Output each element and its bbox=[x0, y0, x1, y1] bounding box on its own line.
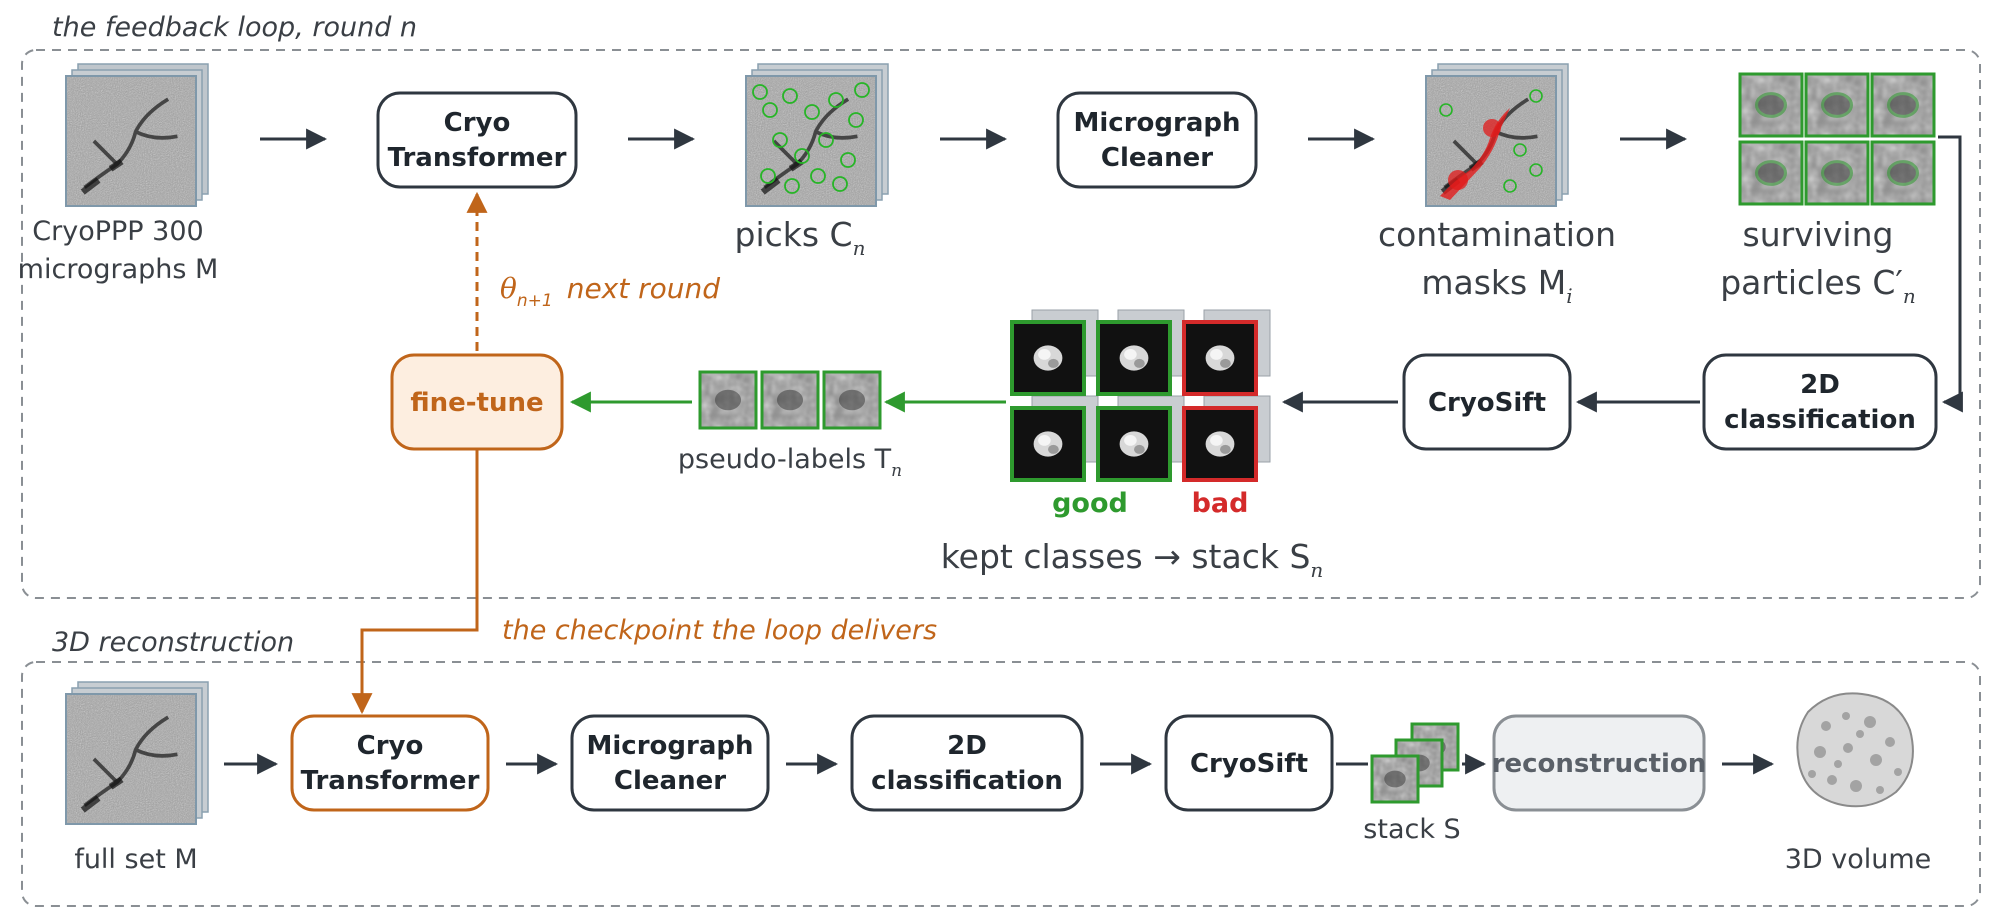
recon-input-micrographs bbox=[65, 681, 209, 825]
bad-label: bad bbox=[1192, 488, 1249, 519]
arrow-particles-to-classification bbox=[1938, 135, 1963, 413]
recon-classification-box[interactable]: 2D classification bbox=[850, 714, 1084, 812]
recon-cleaner-line2: Cleaner bbox=[614, 766, 726, 796]
loop-picker-line2: Transformer bbox=[388, 143, 567, 173]
volume-render bbox=[1796, 692, 1914, 808]
recon-picker-line1: Cryo bbox=[357, 731, 424, 761]
pseudo-labels-tiles bbox=[698, 370, 882, 430]
checkpoint-note: the checkpoint the loop delivers bbox=[502, 615, 937, 646]
surviving-particles-grid bbox=[1738, 72, 1936, 206]
class-averages-grid bbox=[1010, 309, 1271, 482]
picks-label: picks Cn bbox=[735, 215, 866, 260]
feedback-loop-panel: the feedback loop, round n bbox=[21, 12, 1981, 599]
recon-classification-line1: 2D bbox=[947, 731, 987, 761]
kept-classes-label: kept classes → stack Sn bbox=[941, 537, 1324, 582]
loop-cleaner-line2: Cleaner bbox=[1101, 143, 1213, 173]
recon-picker-box[interactable]: Cryo Transformer bbox=[290, 714, 490, 812]
recon-classification-line2: classification bbox=[871, 766, 1063, 796]
loop-cryosift-box[interactable]: CryoSift bbox=[1402, 353, 1572, 451]
recon-stack-tiles bbox=[1370, 722, 1460, 804]
loop-classification-box[interactable]: 2D classification bbox=[1702, 353, 1938, 451]
loop-input-label-2: micrographs M bbox=[18, 254, 219, 285]
reconstruction-box[interactable]: reconstruction bbox=[1492, 714, 1707, 812]
finetune-label: fine-tune bbox=[410, 388, 543, 418]
recon-cleaner-line1: Micrograph bbox=[587, 731, 754, 761]
finetune-box[interactable]: fine-tune bbox=[390, 353, 564, 451]
masks-label-1: contamination bbox=[1378, 215, 1616, 254]
loop-input-micrographs bbox=[65, 63, 209, 207]
loop-cleaner-line1: Micrograph bbox=[1074, 108, 1241, 138]
recon-stack-label: stack S bbox=[1363, 814, 1460, 845]
recon-picker-line2: Transformer bbox=[301, 766, 480, 796]
good-label: good bbox=[1052, 488, 1128, 519]
volume-label: 3D volume bbox=[1785, 844, 1932, 875]
recon-input-label: full set M bbox=[74, 844, 197, 875]
loop-cryosift-label: CryoSift bbox=[1428, 388, 1546, 418]
loop-picker-box[interactable]: Cryo Transformer bbox=[376, 91, 578, 189]
contamination-masks bbox=[1425, 63, 1569, 207]
recon-cryosift-label: CryoSift bbox=[1190, 749, 1308, 779]
recon-cleaner-box[interactable]: Micrograph Cleaner bbox=[570, 714, 770, 812]
reconstruction-panel: 3D reconstruction bbox=[21, 627, 1981, 907]
recon-panel-title: 3D reconstruction bbox=[52, 627, 294, 658]
surviving-label-2: particles C′n bbox=[1720, 263, 1916, 308]
loop-picker-line1: Cryo bbox=[444, 108, 511, 138]
loop-input-label-1: CryoPPP 300 bbox=[32, 216, 203, 247]
surviving-label-1: surviving bbox=[1743, 215, 1894, 254]
arrow-finetune-to-recon-picker bbox=[351, 449, 479, 715]
loop-cleaner-box[interactable]: Micrograph Cleaner bbox=[1056, 91, 1258, 189]
loop-classification-line1: 2D bbox=[1800, 370, 1840, 400]
recon-cryosift-box[interactable]: CryoSift bbox=[1164, 714, 1334, 812]
pseudo-labels-label: pseudo-labels Tn bbox=[678, 444, 902, 481]
masks-label-2: masks Mi bbox=[1421, 263, 1572, 308]
picks-micrographs bbox=[745, 63, 889, 207]
reconstruction-label: reconstruction bbox=[1492, 749, 1707, 779]
loop-classification-line2: classification bbox=[1724, 405, 1916, 435]
loop-panel-title: the feedback loop, round n bbox=[52, 12, 417, 43]
